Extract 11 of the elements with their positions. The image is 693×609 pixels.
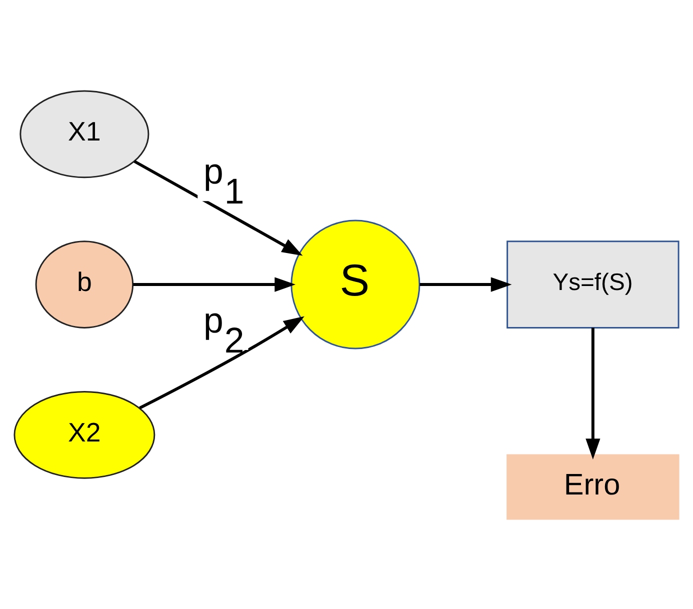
node-ellipse: X2 [14,390,156,478]
arrow [139,316,304,409]
node-ellipse: b [35,240,134,328]
node-box: Erro [506,454,680,520]
node-box: Ys=f(S) [506,240,680,328]
arrow [586,327,600,459]
arrow [133,276,296,292]
arrow [420,276,512,292]
node-circle: S [290,219,420,349]
node-ellipse: X1 [20,90,150,178]
arrow [134,160,303,256]
